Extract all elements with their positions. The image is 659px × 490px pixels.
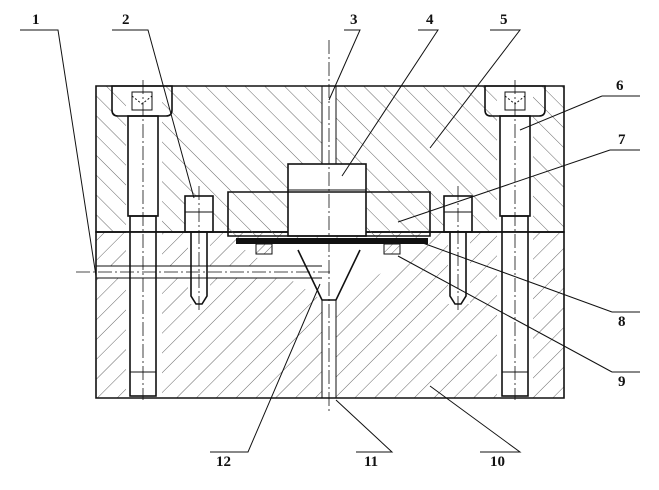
film-sheet <box>236 238 428 244</box>
screw-right <box>484 80 546 400</box>
callout-10: 10 <box>490 454 505 470</box>
callout-labels: 1 2 3 4 5 6 7 8 9 10 11 12 <box>32 12 626 470</box>
vent-channel <box>96 265 322 279</box>
callout-8: 8 <box>618 314 626 330</box>
seal-rings <box>255 243 401 255</box>
callout-3: 3 <box>350 12 358 28</box>
center-axis <box>76 40 337 412</box>
screw-left <box>111 80 173 400</box>
leader-lines <box>20 29 640 453</box>
callout-2: 2 <box>122 12 130 28</box>
callout-4: 4 <box>426 12 434 28</box>
guide-pin-right <box>443 186 473 310</box>
callout-11: 11 <box>364 454 378 470</box>
lower-plate <box>95 231 565 399</box>
callout-12: 12 <box>216 454 231 470</box>
callout-6: 6 <box>616 78 624 94</box>
insert-block <box>227 164 431 237</box>
guide-pin-left <box>184 186 214 310</box>
callout-1: 1 <box>32 12 40 28</box>
punch <box>287 163 367 237</box>
callout-7: 7 <box>618 132 626 148</box>
callout-9: 9 <box>618 374 626 390</box>
callout-5: 5 <box>500 12 508 28</box>
